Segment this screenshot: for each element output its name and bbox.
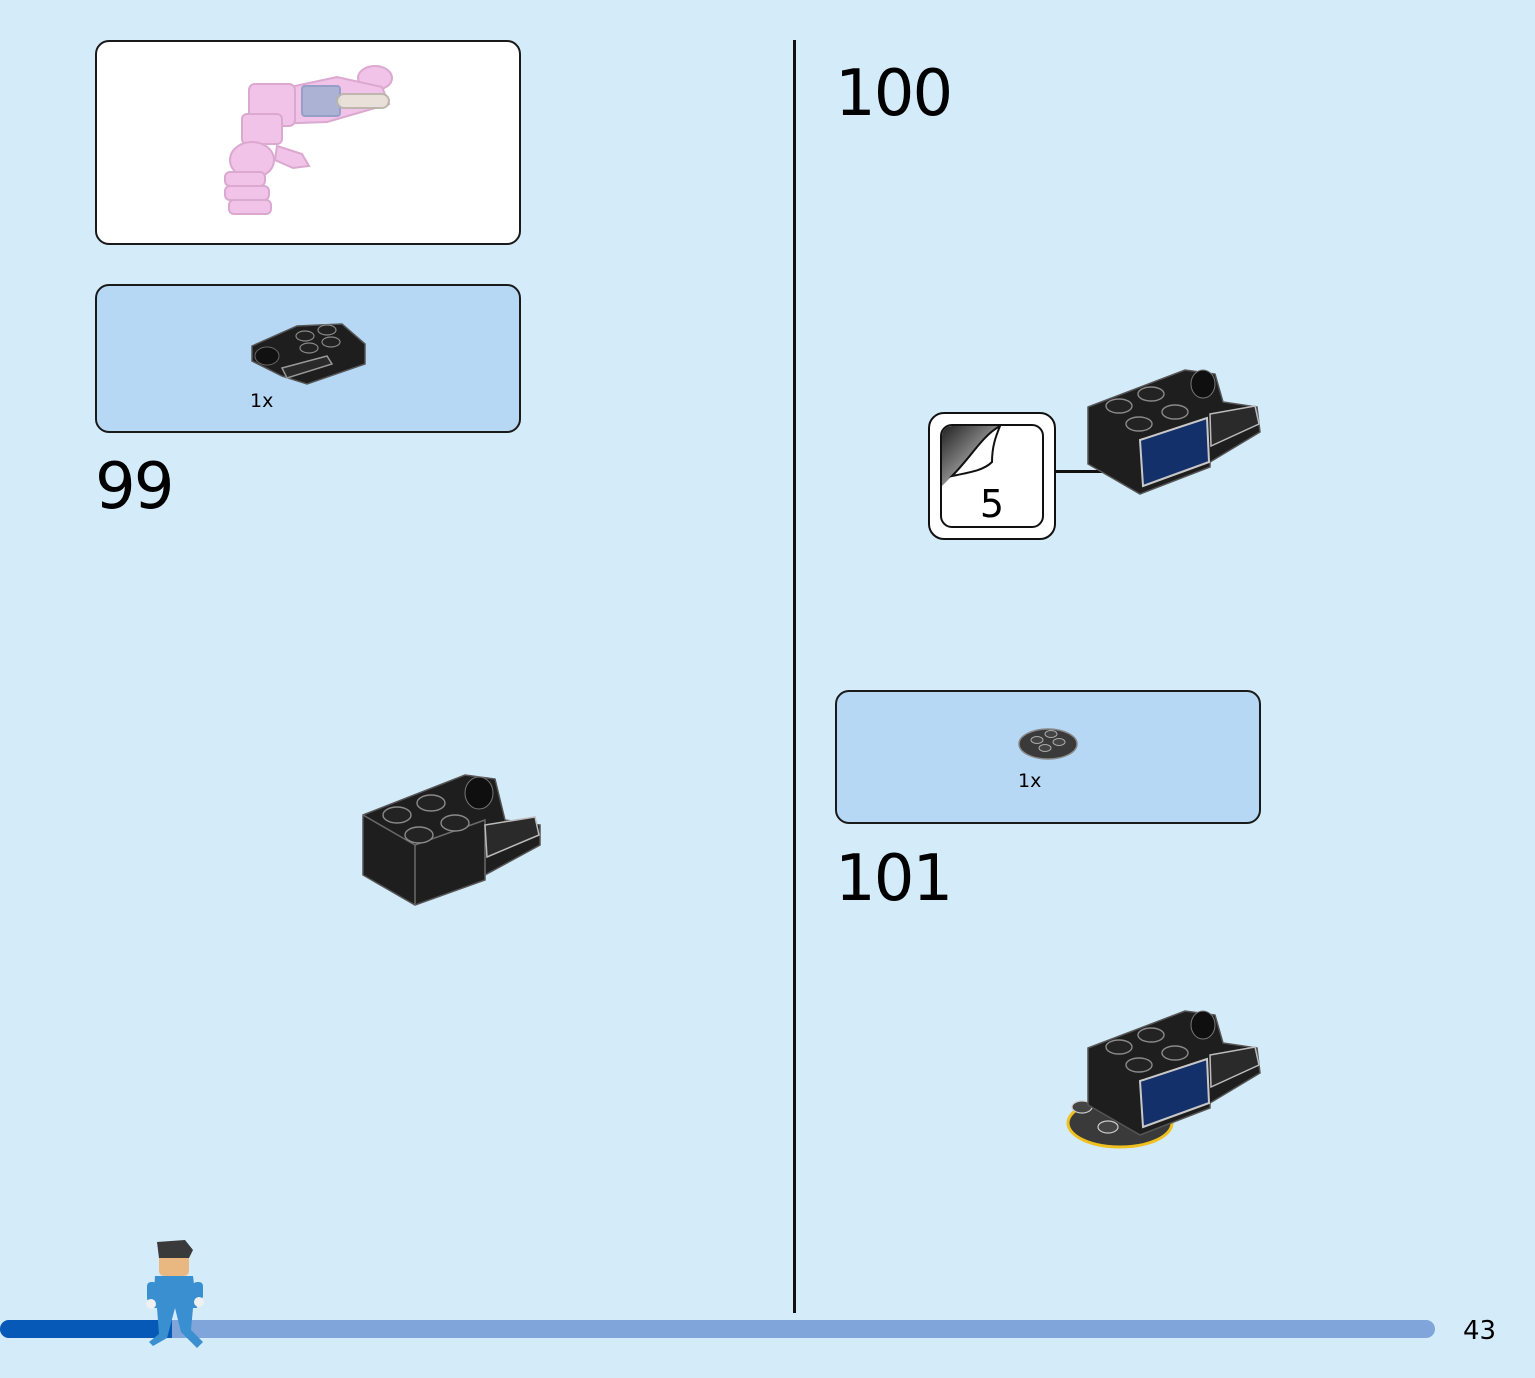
parts-list-step-99: 1x <box>95 284 521 433</box>
round-plate-2x2-icon <box>1018 728 1078 760</box>
column-divider <box>793 40 796 1313</box>
sticker-leader-line <box>1054 470 1142 473</box>
sticker-number: 5 <box>979 482 1005 526</box>
pink-arm-assembly-icon <box>224 65 393 215</box>
minifigure-icon <box>146 1240 204 1348</box>
step-number-99: 99 <box>95 450 174 524</box>
sticker-sheet-icon: 5 <box>940 424 1044 528</box>
part-quantity: 1x <box>1018 770 1042 792</box>
part-quantity: 1x <box>250 390 274 412</box>
previous-step-preview <box>95 40 521 245</box>
step-99-brick-icon <box>362 774 541 906</box>
step-number-101: 101 <box>835 842 953 916</box>
progress-fill <box>0 1320 172 1338</box>
sticker-callout: 5 <box>928 412 1056 540</box>
page-number: 43 <box>1463 1316 1497 1346</box>
step-100-brick-with-sticker-icon <box>1087 369 1261 495</box>
progress-track <box>0 1320 1435 1338</box>
brick-2x2-with-clip-icon <box>251 323 366 385</box>
parts-list-step-101: 1x <box>835 690 1261 824</box>
step-101-assembly-icon <box>1066 1010 1261 1149</box>
step-number-100: 100 <box>835 57 953 131</box>
